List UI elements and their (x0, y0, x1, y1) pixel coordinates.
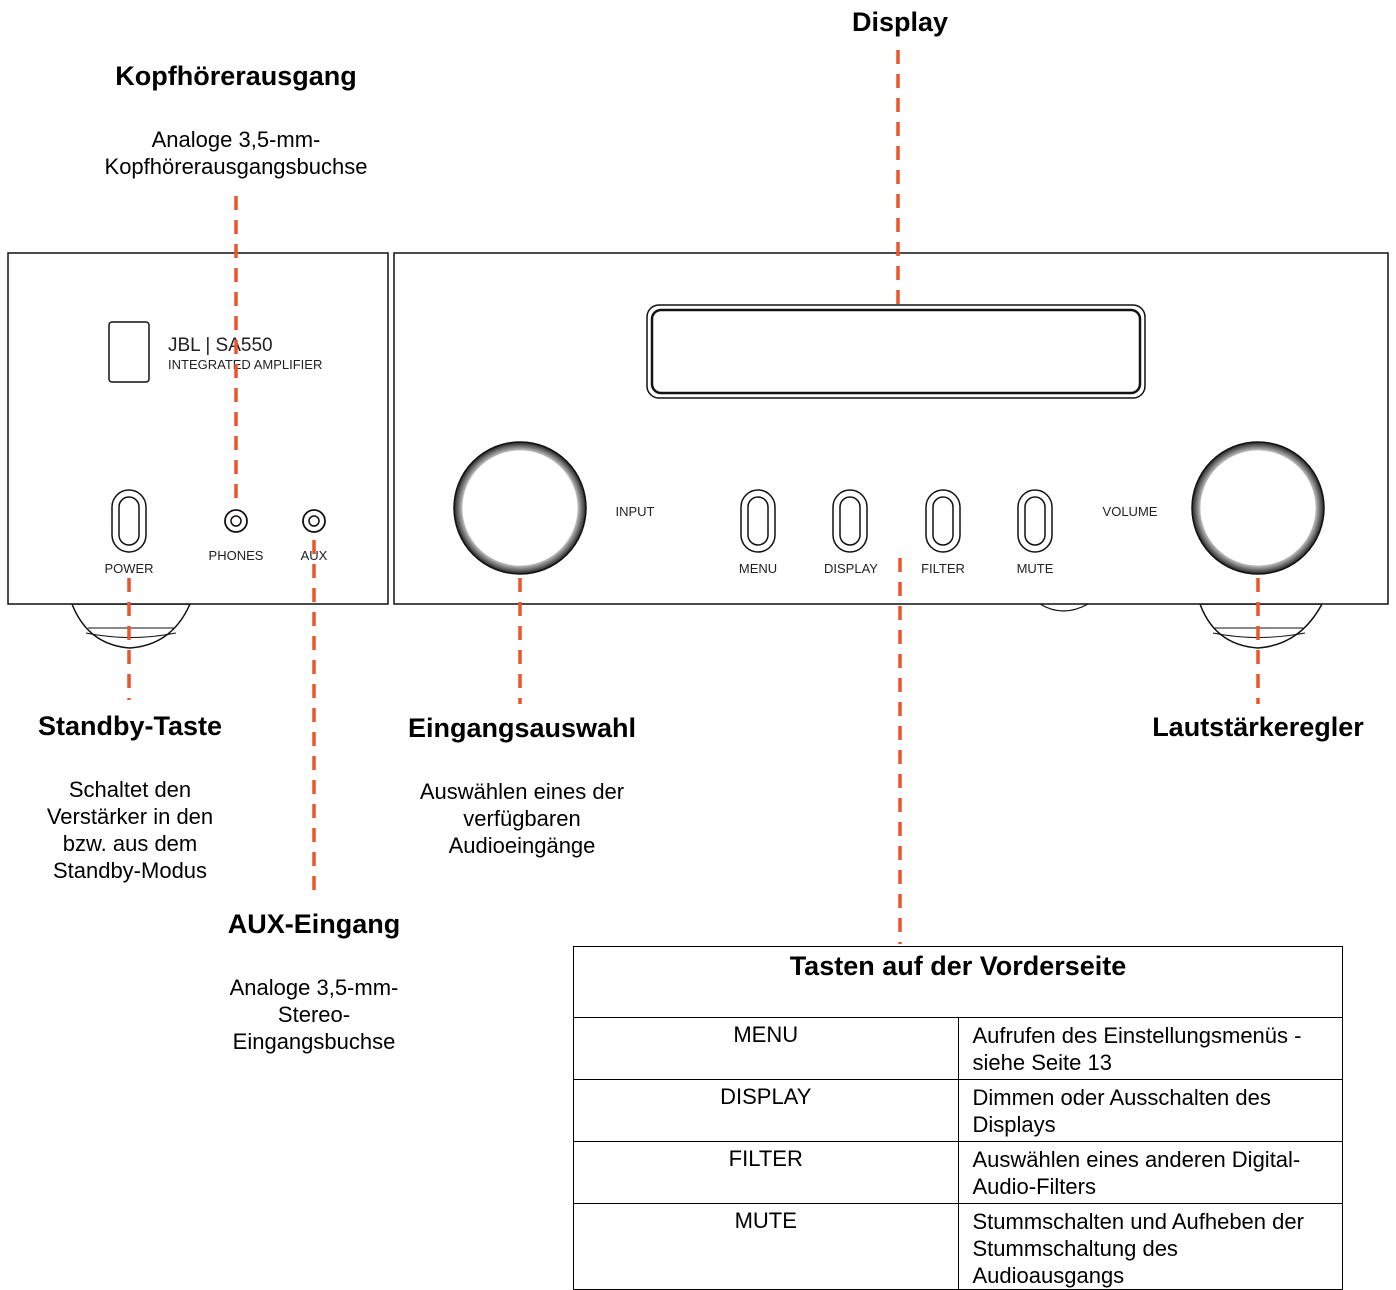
menu-button[interactable] (740, 489, 776, 553)
menu-label: MENU (739, 561, 777, 576)
key-name: MUTE (573, 1203, 959, 1290)
front-keys-table: Tasten auf der Vorderseite MENU Aufrufen… (573, 946, 1343, 1290)
headphone-callout-title: Kopfhörerausgang (115, 61, 357, 91)
volume-knob[interactable] (1191, 441, 1325, 575)
standby-callout-title: Standby-Taste (37, 711, 223, 741)
table-row: MUTE Stummschalten und Aufheben der Stum… (573, 1203, 1343, 1290)
brand-text: JBL | SA550 (168, 335, 273, 356)
aux-callout-desc: Analoge 3,5-mm-Stereo-Eingangsbuchse (229, 975, 399, 1054)
key-desc: Aufrufen des Einstellungsmenüs - siehe S… (957, 1017, 1343, 1080)
key-desc: Auswählen eines anderen Digital-Audio-Fi… (957, 1141, 1343, 1204)
phones-label: PHONES (209, 548, 264, 563)
display-window (646, 304, 1146, 399)
headphone-callout-desc: Analoge 3,5-mm-Kopfhörerausgangsbuchse (104, 127, 368, 179)
key-desc: Dimmen oder Ausschalten des Displays (957, 1079, 1343, 1142)
mute-label: MUTE (1017, 561, 1054, 576)
key-name: MENU (573, 1017, 959, 1080)
table-row: FILTER Auswählen eines anderen Digital-A… (573, 1141, 1343, 1204)
logo-badge (108, 321, 150, 383)
display-callout-title: Display (851, 7, 949, 37)
key-name: FILTER (573, 1141, 959, 1204)
power-button[interactable] (111, 489, 147, 553)
input-knob[interactable] (453, 441, 587, 575)
key-name: DISPLAY (573, 1079, 959, 1142)
display-button[interactable] (832, 489, 868, 553)
left-foot (70, 603, 192, 649)
volume-label: VOLUME (1103, 504, 1158, 519)
front-keys-table-title: Tasten auf der Vorderseite (573, 946, 1343, 1018)
table-row: MENU Aufrufen des Einstellungsmenüs - si… (573, 1017, 1343, 1080)
aux-label: AUX (301, 548, 328, 563)
phones-jack[interactable] (224, 509, 248, 533)
right-foot (1198, 603, 1324, 649)
center-foot (1039, 603, 1089, 612)
input-select-callout-title: Eingangsauswahl (407, 713, 637, 743)
model-desc-text: INTEGRATED AMPLIFIER (168, 357, 322, 372)
mute-button[interactable] (1017, 489, 1053, 553)
key-desc: Stummschalten und Aufheben der Stummscha… (957, 1203, 1343, 1290)
filter-label: FILTER (921, 561, 965, 576)
input-select-callout-desc: Auswählen eines der verfügbaren Audioein… (419, 779, 625, 858)
power-label: POWER (104, 561, 153, 576)
input-label: INPUT (616, 504, 655, 519)
left-panel (7, 252, 389, 605)
aux-callout-title: AUX-Eingang (227, 909, 401, 939)
display-label: DISPLAY (824, 561, 878, 576)
filter-button[interactable] (925, 489, 961, 553)
volume-callout-title: Lautstärkeregler (1152, 712, 1364, 742)
table-row: DISPLAY Dimmen oder Ausschalten des Disp… (573, 1079, 1343, 1142)
aux-jack[interactable] (302, 509, 326, 533)
standby-callout-desc: Schaltet den Verstärker in den bzw. aus … (46, 777, 214, 883)
